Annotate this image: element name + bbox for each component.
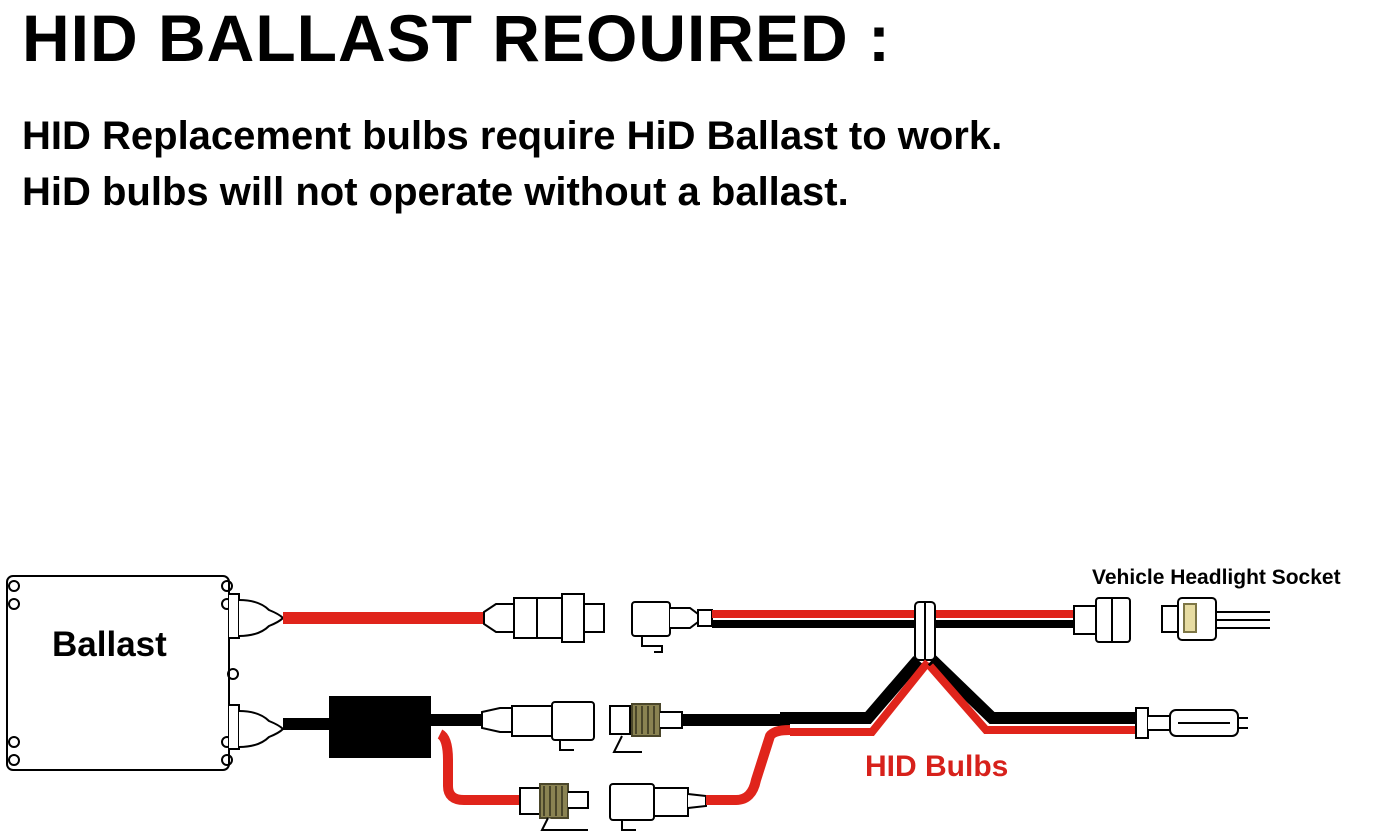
- page-title: HID BALLAST REOUIRED :: [22, 1, 891, 75]
- wire-splitter-clamp: [914, 601, 936, 661]
- hid-bulbs-label: HID Bulbs: [865, 750, 1008, 783]
- power-plug-black: [481, 701, 595, 751]
- vehicle-headlight-socket-icon: [1161, 597, 1270, 641]
- hv-female-connector: [631, 601, 713, 653]
- description-line-2: HiD bulbs will not operate without a bal…: [22, 170, 849, 214]
- power-plug-red: [609, 783, 707, 831]
- hid-bulb-icon: [1135, 707, 1248, 739]
- power-socket-black: [609, 703, 683, 753]
- socket-connector: [1073, 597, 1131, 643]
- description-line-1: HID Replacement bulbs require HiD Ballas…: [22, 114, 1003, 158]
- ballast-label: Ballast: [52, 625, 167, 664]
- hv-connector: [483, 593, 605, 643]
- coil-icon: [543, 706, 655, 816]
- power-socket-red: [519, 783, 589, 831]
- ballast-box: [6, 575, 285, 771]
- igniter-box: [329, 696, 431, 758]
- vehicle-headlight-socket-label: Vehicle Headlight Socket: [1092, 566, 1341, 589]
- description: HID Replacement bulbs require HiD Ballas…: [22, 108, 1002, 220]
